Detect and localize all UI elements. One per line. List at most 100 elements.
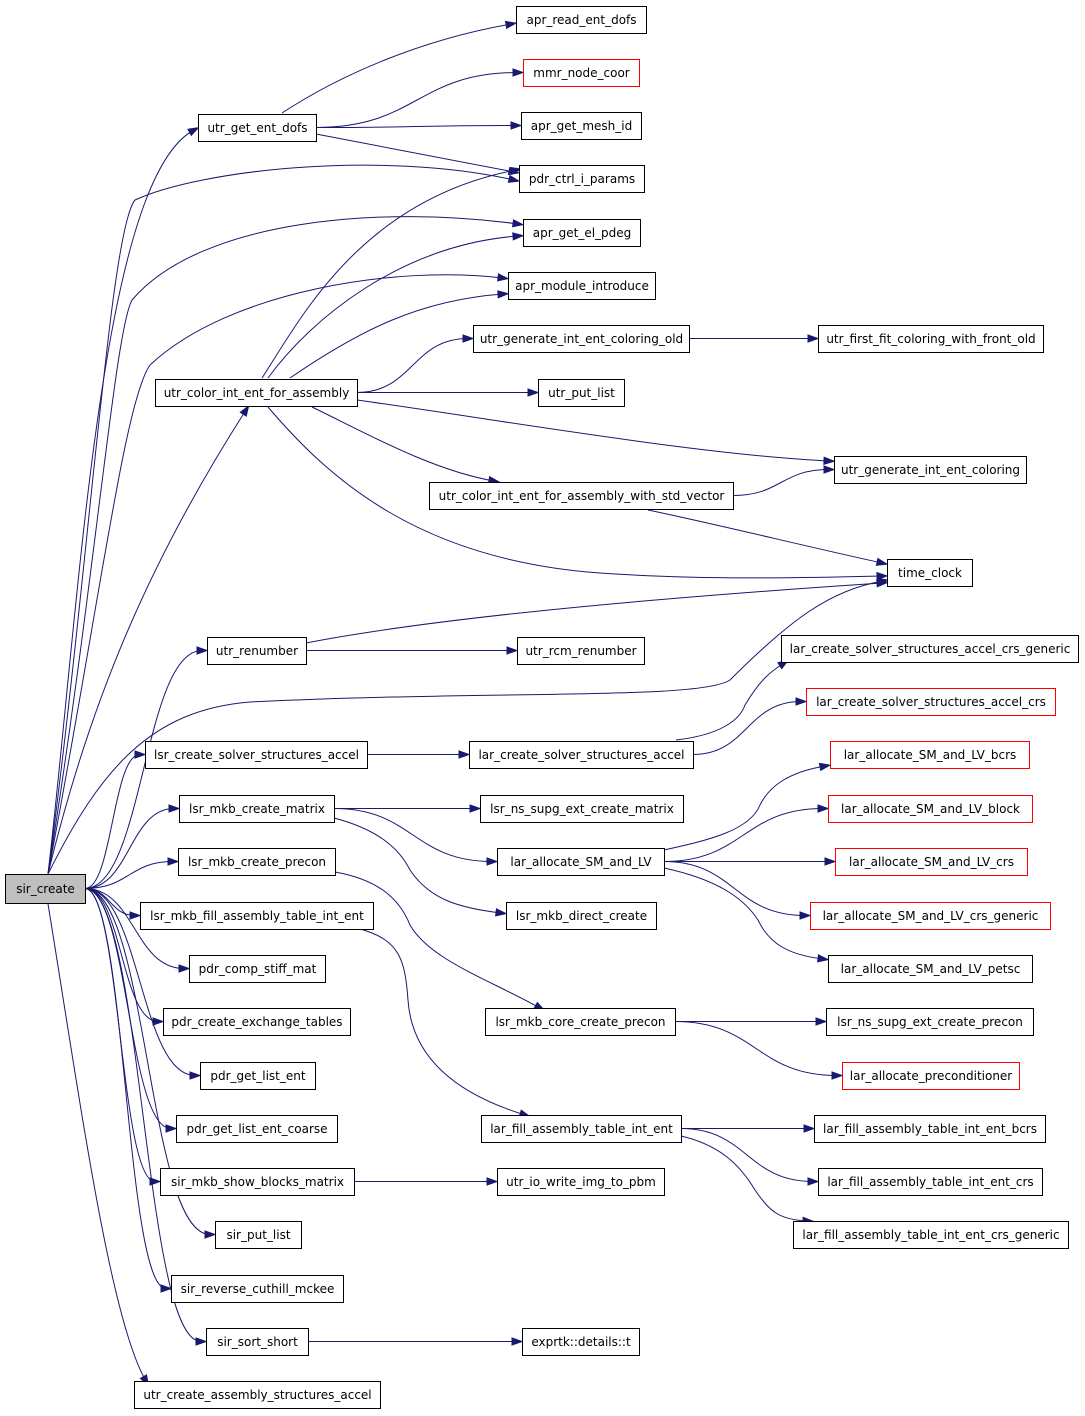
node-lsr-mkb-direct-create[interactable]: lsr_mkb_direct_create xyxy=(506,902,657,930)
arrowhead-icon xyxy=(497,273,510,282)
node-lsr-create-solver-structures-accel[interactable]: lsr_create_solver_structures_accel xyxy=(145,741,368,769)
call-edge-sir-create-to-sir-reverse-cuthill-mckee xyxy=(84,888,173,1293)
node-lar-allocate-sm-and-lv[interactable]: lar_allocate_SM_and_LV xyxy=(497,848,665,876)
node-utr-put-list[interactable]: utr_put_list xyxy=(538,379,625,407)
node-lar-fill-assembly-table-int-ent-crs[interactable]: lar_fill_assembly_table_int_ent_crs xyxy=(818,1168,1043,1196)
node-sir-create[interactable]: sir_create xyxy=(5,874,86,904)
node-apr-read-ent-dofs[interactable]: apr_read_ent_dofs xyxy=(516,6,647,34)
node-apr-get-el-pdeg[interactable]: apr_get_el_pdeg xyxy=(523,219,641,247)
node-box xyxy=(207,637,307,665)
node-label: pdr_create_exchange_tables xyxy=(171,1015,342,1029)
node-label: apr_get_el_pdeg xyxy=(533,226,632,240)
node-box xyxy=(171,1275,344,1303)
node-exprtk-details-t[interactable]: exprtk::details::t xyxy=(522,1328,640,1356)
node-label: lar_fill_assembly_table_int_ent xyxy=(490,1122,673,1136)
call-edge-utr-get-ent-dofs-to-pdr-ctrl-i-params xyxy=(315,133,521,176)
node-lar-allocate-sm-and-lv-block[interactable]: lar_allocate_SM_and_LV_block xyxy=(828,795,1033,823)
node-box xyxy=(473,325,690,353)
node-pdr-get-list-ent[interactable]: pdr_get_list_ent xyxy=(200,1062,316,1090)
node-pdr-ctrl-i-params[interactable]: pdr_ctrl_i_params xyxy=(519,165,645,193)
arrowhead-icon xyxy=(195,1337,208,1346)
node-label: lsr_mkb_direct_create xyxy=(516,909,647,923)
call-edge-utr-color-int-ent-for-assembly-to-utr-generate-int-ent-coloring-old xyxy=(356,334,475,393)
call-edge-utr-renumber-to-utr-rcm-renumber xyxy=(306,646,519,655)
node-lar-fill-assembly-table-int-ent-crs-generic[interactable]: lar_fill_assembly_table_int_ent_crs_gene… xyxy=(793,1221,1069,1249)
node-lar-allocate-sm-and-lv-crs[interactable]: lar_allocate_SM_and_LV_crs xyxy=(835,848,1028,876)
node-utr-create-assembly-structures-accel[interactable]: utr_create_assembly_structures_accel xyxy=(134,1381,381,1409)
node-lsr-ns-supg-ext-create-matrix[interactable]: lsr_ns_supg_ext_create_matrix xyxy=(480,795,684,823)
node-apr-module-introduce[interactable]: apr_module_introduce xyxy=(508,272,656,300)
node-utr-generate-int-ent-coloring-old[interactable]: utr_generate_int_ent_coloring_old xyxy=(473,325,690,353)
node-apr-get-mesh-id[interactable]: apr_get_mesh_id xyxy=(521,112,642,140)
node-lar-allocate-sm-and-lv-bcrs[interactable]: lar_allocate_SM_and_LV_bcrs xyxy=(830,741,1030,769)
node-utr-generate-int-ent-coloring[interactable]: utr_generate_int_ent_coloring xyxy=(834,456,1027,484)
node-lar-allocate-sm-and-lv-petsc[interactable]: lar_allocate_SM_and_LV_petsc xyxy=(828,955,1033,983)
node-pdr-comp-stiff-mat[interactable]: pdr_comp_stiff_mat xyxy=(189,955,326,983)
node-utr-get-ent-dofs[interactable]: utr_get_ent_dofs xyxy=(198,114,317,142)
node-box xyxy=(887,559,973,587)
node-box xyxy=(521,112,642,140)
node-lar-fill-assembly-table-int-ent-bcrs[interactable]: lar_fill_assembly_table_int_ent_bcrs xyxy=(814,1115,1046,1143)
node-label: utr_create_assembly_structures_accel xyxy=(143,1388,371,1402)
node-label: utr_renumber xyxy=(216,644,298,658)
node-utr-first-fit-coloring-with-front-old[interactable]: utr_first_fit_coloring_with_front_old xyxy=(818,325,1044,353)
node-lar-create-solver-structures-accel-crs[interactable]: lar_create_solver_structures_accel_crs xyxy=(806,688,1056,716)
arrowhead-icon xyxy=(875,557,889,566)
node-sir-sort-short[interactable]: sir_sort_short xyxy=(206,1328,309,1356)
node-pdr-get-list-ent-coarse[interactable]: pdr_get_list_ent_coarse xyxy=(176,1115,338,1143)
call-edge-sir-create-to-apr-get-el-pdeg xyxy=(47,216,525,875)
node-box xyxy=(176,1115,338,1143)
node-sir-reverse-cuthill-mckee[interactable]: sir_reverse_cuthill_mckee xyxy=(171,1275,344,1303)
call-edge-lar-allocate-sm-and-lv-to-lar-allocate-sm-and-lv-bcrs xyxy=(663,762,832,851)
node-box xyxy=(429,482,734,510)
node-lar-create-solver-structures-accel-crs-generic[interactable]: lar_create_solver_structures_accel_crs_g… xyxy=(781,635,1079,663)
arrowhead-icon xyxy=(160,1284,173,1293)
node-lsr-mkb-create-matrix[interactable]: lsr_mkb_create_matrix xyxy=(179,795,335,823)
node-box xyxy=(155,379,358,407)
node-utr-rcm-renumber[interactable]: utr_rcm_renumber xyxy=(517,637,645,665)
call-edge-utr-color-int-ent-for-assembly-to-apr-module-introduce xyxy=(289,290,510,379)
arrowhead-icon xyxy=(152,1017,165,1026)
node-pdr-create-exchange-tables[interactable]: pdr_create_exchange_tables xyxy=(163,1008,351,1036)
node-mmr-node-coor[interactable]: mmr_node_coor xyxy=(523,59,640,87)
call-edge-utr-color-int-ent-for-assembly-to-utr-put-list xyxy=(356,388,540,397)
call-edge-sir-mkb-show-blocks-matrix-to-utr-io-write-img-to-pbm xyxy=(353,1177,499,1186)
arrowhead-icon xyxy=(506,646,519,655)
node-sir-put-list[interactable]: sir_put_list xyxy=(215,1221,302,1249)
node-lar-create-solver-structures-accel[interactable]: lar_create_solver_structures_accel xyxy=(469,741,694,769)
node-label: utr_generate_int_ent_coloring xyxy=(841,463,1020,477)
node-box xyxy=(523,219,641,247)
arrowhead-icon xyxy=(807,334,820,343)
call-edge-sir-create-to-apr-module-introduce xyxy=(47,273,510,875)
node-box xyxy=(178,848,336,876)
arrowhead-icon xyxy=(504,20,518,30)
arrowhead-icon xyxy=(817,954,830,963)
node-label: utr_put_list xyxy=(548,386,615,400)
arrowhead-icon xyxy=(507,174,521,183)
node-lsr-mkb-fill-assembly-table-int-ent[interactable]: lsr_mkb_fill_assembly_table_int_ent xyxy=(140,902,374,930)
call-edge-utr-color-int-ent-for-assembly-with-std-vector-to-time-clock xyxy=(647,509,889,566)
call-edge-lar-create-solver-structures-accel-to-lar-create-solver-structures-accel-crs xyxy=(692,697,808,755)
node-utr-color-int-ent-for-assembly-with-std-vector[interactable]: utr_color_int_ent_for_assembly_with_std_… xyxy=(429,482,734,510)
node-time-clock[interactable]: time_clock xyxy=(887,559,973,587)
node-lar-allocate-sm-and-lv-crs-generic[interactable]: lar_allocate_SM_and_LV_crs_generic xyxy=(810,902,1051,930)
arrowhead-icon xyxy=(807,1177,820,1186)
arrowhead-icon xyxy=(196,646,209,655)
node-sir-mkb-show-blocks-matrix[interactable]: sir_mkb_show_blocks_matrix xyxy=(160,1168,355,1196)
node-box xyxy=(189,955,326,983)
node-box xyxy=(523,59,640,87)
arrowhead-icon xyxy=(486,857,499,866)
node-label: apr_module_introduce xyxy=(515,279,649,293)
node-utr-io-write-img-to-pbm[interactable]: utr_io_write_img_to_pbm xyxy=(497,1168,665,1196)
node-lsr-ns-supg-ext-create-precon[interactable]: lsr_ns_supg_ext_create_precon xyxy=(826,1008,1034,1036)
node-lar-fill-assembly-table-int-ent[interactable]: lar_fill_assembly_table_int_ent xyxy=(481,1115,682,1143)
node-lar-allocate-preconditioner[interactable]: lar_allocate_preconditioner xyxy=(842,1062,1020,1090)
node-lsr-mkb-core-create-precon[interactable]: lsr_mkb_core_create_precon xyxy=(485,1008,676,1036)
node-box xyxy=(508,272,656,300)
node-utr-color-int-ent-for-assembly[interactable]: utr_color_int_ent_for_assembly xyxy=(155,379,358,407)
node-box xyxy=(842,1062,1020,1090)
node-utr-renumber[interactable]: utr_renumber xyxy=(207,637,307,665)
node-lsr-mkb-create-precon[interactable]: lsr_mkb_create_precon xyxy=(178,848,336,876)
node-label: lar_allocate_SM_and_LV xyxy=(510,855,652,869)
call-edge-utr-color-int-ent-for-assembly-to-utr-generate-int-ent-coloring xyxy=(356,399,836,465)
